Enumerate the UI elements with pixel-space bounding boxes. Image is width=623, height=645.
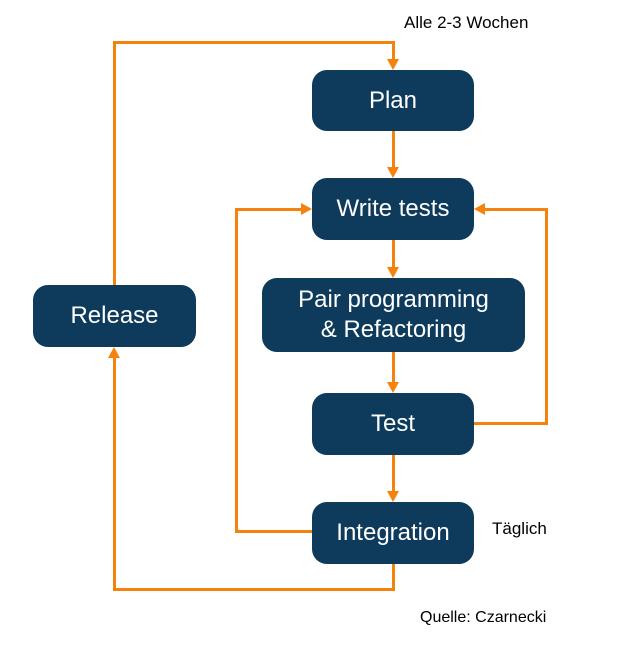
node-pair-programming: Pair programming & Refactoring (262, 278, 525, 352)
arrow-pair-to-test-head-icon (387, 382, 399, 393)
cycle-frequency-label: Alle 2-3 Wochen (404, 13, 529, 32)
node-integration-label: Integration (336, 519, 450, 546)
loop-integration-to-release-rise-line (113, 358, 116, 591)
node-pair-programming-label-line2: & Refactoring (320, 316, 467, 343)
arrow-write-tests-to-pair-head-icon (387, 267, 399, 278)
arrow-plan-to-write-tests-head-icon (387, 167, 399, 178)
arrow-pair-to-test-line (392, 352, 395, 383)
loop-release-to-plan-rise-line (113, 42, 116, 285)
arrow-plan-to-write-tests-line (392, 131, 395, 168)
node-test: Test (312, 393, 474, 455)
daily-frequency-label: Täglich (492, 519, 547, 538)
loop-integration-to-write-tests-exit-line (237, 530, 312, 533)
node-integration: Integration (312, 502, 474, 564)
loop-test-to-write-tests-vertical-line (545, 208, 548, 425)
loop-integration-to-release-bottom-line (113, 588, 395, 591)
loop-test-to-write-tests-head-icon (474, 203, 485, 215)
loop-test-to-write-tests-exit-line (474, 422, 548, 425)
loop-integration-to-write-tests-head-icon (301, 203, 312, 215)
node-plan: Plan (312, 70, 474, 131)
loop-integration-to-release-head-icon (108, 347, 120, 358)
node-plan-label: Plan (368, 86, 418, 114)
arrow-test-to-integration-line (392, 455, 395, 492)
loop-release-to-plan-head-icon (387, 59, 399, 70)
node-write-tests: Write tests (312, 178, 474, 240)
loop-test-to-write-tests-entry-line (485, 208, 548, 211)
loop-integration-to-write-tests-vertical-line (235, 208, 238, 533)
node-release-label: Release (70, 302, 159, 329)
node-pair-programming-label-line1: Pair programming (298, 286, 489, 313)
loop-release-to-plan-top-line (113, 41, 395, 44)
node-test-label: Test (370, 410, 415, 437)
loop-integration-to-write-tests-entry-line (238, 208, 301, 211)
loop-release-to-plan-drop-line (392, 41, 395, 60)
node-write-tests-label: Write tests (336, 195, 450, 222)
loop-integration-to-release-drop-line (392, 564, 395, 591)
arrow-test-to-integration-head-icon (387, 491, 399, 502)
arrow-write-tests-to-pair-line (392, 240, 395, 268)
source-credit-label: Quelle: Czarnecki (420, 609, 547, 626)
node-release: Release (33, 285, 196, 347)
